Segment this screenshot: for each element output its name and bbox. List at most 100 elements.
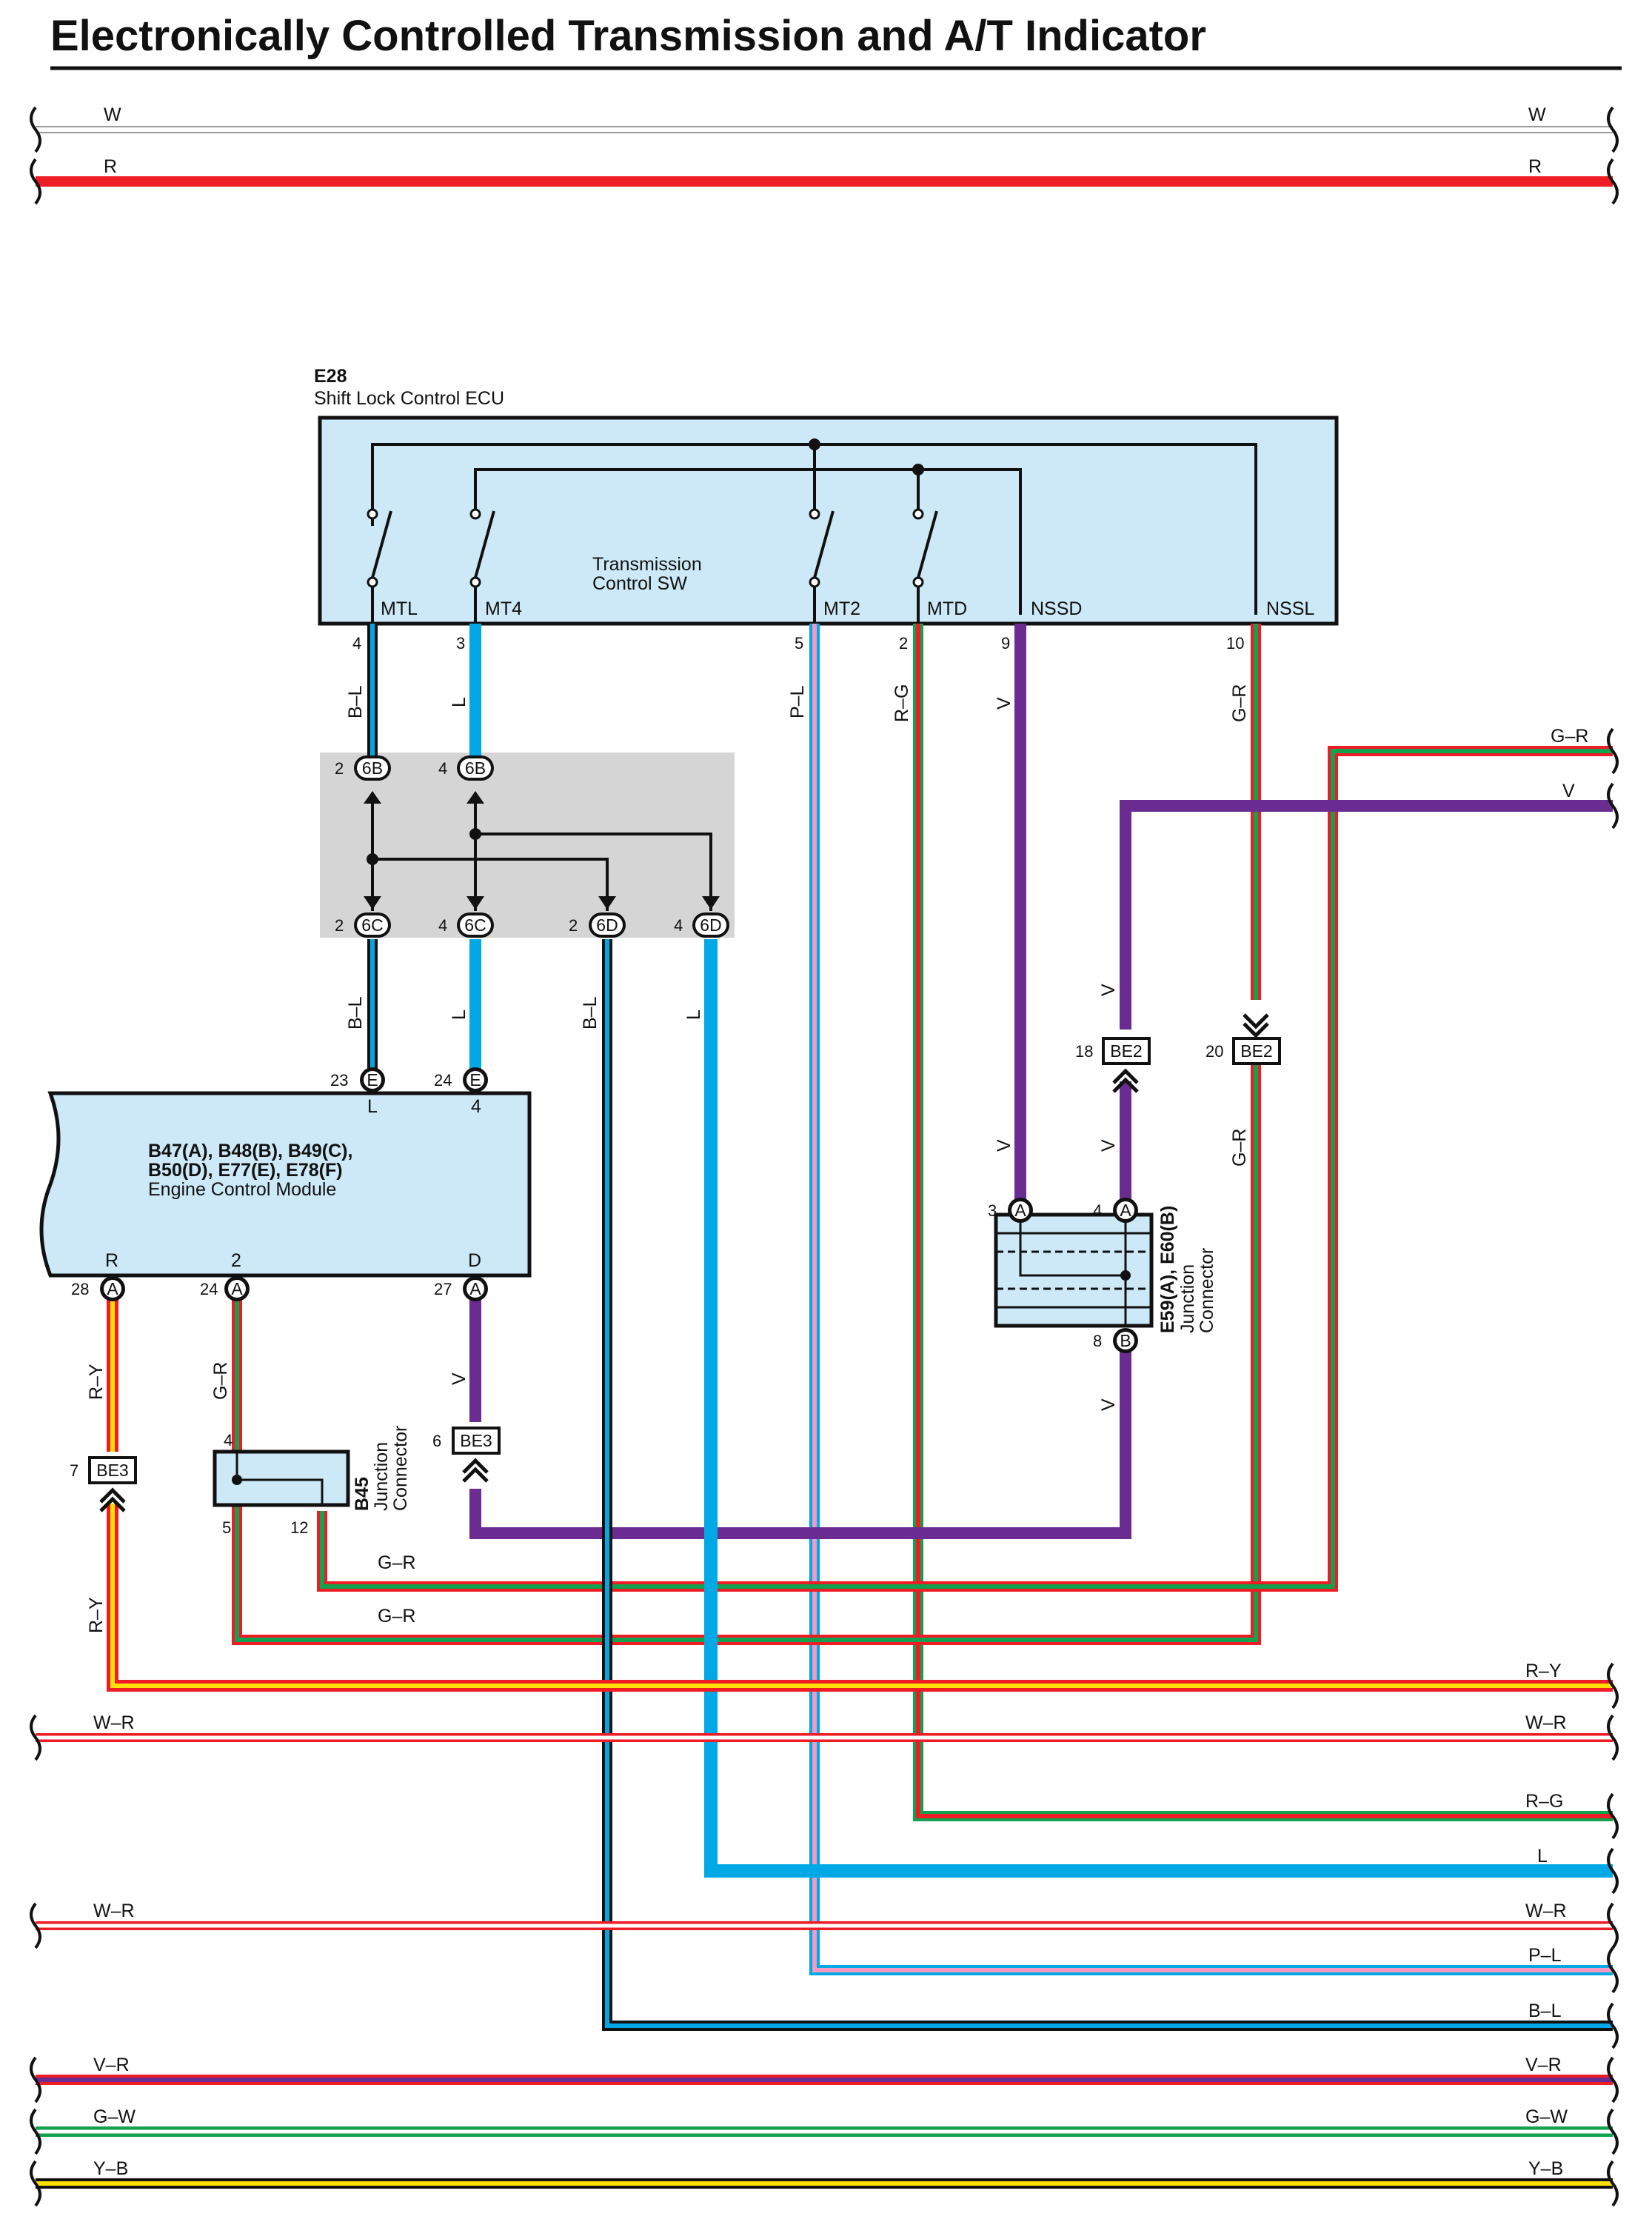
conn-6d-left-label: 6D <box>596 915 618 935</box>
label-gr-upper: G–R <box>378 1552 415 1573</box>
ecm-pin-24b: 24 <box>200 1280 218 1298</box>
right-label-vr: V–R <box>1525 2055 1562 2075</box>
pin-6d-2: 2 <box>569 916 578 935</box>
right-label-wr2: W–R <box>1525 1901 1567 1921</box>
b45-name-1: Junction <box>371 1442 392 1511</box>
b45-dot <box>232 1475 242 1485</box>
ecm-terminal-d: D <box>468 1250 481 1271</box>
right-label-rg: R–G <box>1525 1791 1563 1812</box>
top-wire-w-label-right: W <box>1528 104 1546 125</box>
conn-6b-right: 6B <box>457 755 494 781</box>
pin-6d-4: 4 <box>674 916 683 935</box>
b45-internal <box>235 1452 324 1505</box>
ecm-conn-a-24: A <box>224 1276 250 1301</box>
wire-v-right <box>469 800 1613 1539</box>
ecu-terminal-mt4: MT4 <box>485 598 522 619</box>
conn-6b-right-label: 6B <box>465 758 486 778</box>
right-label-wr: W–R <box>1525 1712 1567 1733</box>
left-label-gw: G–W <box>93 2106 136 2127</box>
e59-code: E59(A), E60(B) <box>1157 1206 1178 1333</box>
right-label-gw: G–W <box>1525 2106 1568 2127</box>
junction-dots <box>367 828 481 865</box>
e59-pin-4: 4 <box>1093 1201 1102 1220</box>
e59-pin-3: 3 <box>988 1201 997 1220</box>
be2-20: BE2 <box>1232 1013 1281 1065</box>
label-ecm-gr: G–R <box>210 1362 231 1400</box>
ecm-terminal-2: 2 <box>231 1250 241 1271</box>
e59-conn-a-4: A <box>1113 1198 1138 1223</box>
ecm-box <box>39 1091 532 1278</box>
ecu-pin-mtl: 4 <box>352 634 361 653</box>
junction-block <box>320 753 735 938</box>
ecm-codes-1: B47(A), B48(B), B49(C), <box>148 1141 352 1161</box>
e59-dot <box>1120 1270 1131 1281</box>
label-mtd-rg: R–G <box>892 684 912 722</box>
e59-name-1: Junction <box>1177 1264 1198 1333</box>
right-label-bl: B–L <box>1528 2001 1562 2021</box>
label-mt2-pl: P–L <box>787 685 808 718</box>
e59-name-2: Connector <box>1197 1248 1217 1333</box>
ecm-name: Engine Control Module <box>148 1179 336 1200</box>
label-6d-bl: B–L <box>580 996 601 1030</box>
right-label-v: V <box>1562 781 1575 801</box>
label-e59-v: V <box>1098 1398 1119 1411</box>
ecu-pin-nssl: 10 <box>1226 634 1244 653</box>
left-label-wr2: W–R <box>93 1901 135 1921</box>
ecu-pin-mtd: 2 <box>899 634 908 653</box>
be3-pin-6: 6 <box>432 1432 441 1450</box>
ecm-terminal-l: L <box>367 1096 378 1117</box>
label-mtl-bl: B–L <box>345 685 366 718</box>
wire-6d-l <box>704 939 1613 1878</box>
e59-conn-b-8-label: B <box>1120 1331 1131 1350</box>
bottom-break-marks <box>30 727 1619 2207</box>
ecm-pin-27: 27 <box>434 1280 452 1298</box>
ecu-terminal-mt2: MT2 <box>823 598 860 619</box>
label-ecm-v: V <box>449 1372 469 1385</box>
ecu-code: E28 <box>314 366 347 387</box>
e59-conn-b-8: B <box>1113 1328 1138 1353</box>
b45-pin-5: 5 <box>222 1518 231 1537</box>
be2-pin-20: 20 <box>1205 1042 1223 1061</box>
left-label-wr: W–R <box>93 1712 135 1733</box>
pin-6c-4: 4 <box>438 916 447 935</box>
label-be2-v-upper: V <box>1098 984 1119 996</box>
pin-6b-2: 2 <box>335 759 344 778</box>
conn-6b-left-label: 6B <box>362 758 383 778</box>
wire-6d-bl <box>602 939 1613 2031</box>
ecm-conn-e-24-label: E <box>469 1070 481 1090</box>
ecu-terminal-nssl: NSSL <box>1266 598 1314 619</box>
conn-6c-left-label: 6C <box>361 915 383 935</box>
be2-18: BE2 <box>1102 1037 1151 1093</box>
top-wire-w-label-left: W <box>104 104 121 125</box>
left-label-vr: V–R <box>93 2055 130 2075</box>
be3-7: BE3 <box>88 1456 137 1512</box>
ecu-junction-dots <box>809 438 924 476</box>
top-break-marks <box>30 106 1619 205</box>
b45-code: B45 <box>352 1477 372 1511</box>
ecu-switch-label-2: Control SW <box>592 573 687 594</box>
pin-6c-2: 2 <box>335 916 344 935</box>
b45-pin-4: 4 <box>224 1431 233 1449</box>
label-nssd-v: V <box>994 697 1014 710</box>
conn-6d-left: 6D <box>589 913 626 938</box>
right-label-ry: R–Y <box>1525 1661 1562 1681</box>
ecm-conn-a-27-label: A <box>469 1279 481 1298</box>
ecm-conn-e-23: E <box>360 1067 385 1092</box>
be3-6-label: BE3 <box>460 1431 492 1450</box>
junction-internal-wiring <box>371 793 712 911</box>
right-label-pl: P–L <box>1528 1945 1562 1966</box>
pin-6b-4: 4 <box>438 759 447 778</box>
ecm-pin-24: 24 <box>434 1071 452 1090</box>
ecm-conn-e-23-label: E <box>367 1070 378 1090</box>
label-gr-lower: G–R <box>378 1606 415 1627</box>
ecm-conn-a-24-label: A <box>231 1279 243 1298</box>
be3-pin-7: 7 <box>70 1461 78 1480</box>
top-wire-r-label-left: R <box>104 156 117 177</box>
label-be2-v-lower: V <box>1098 1139 1119 1152</box>
right-label-l: L <box>1537 1846 1548 1866</box>
label-be2-gr: G–R <box>1229 1129 1250 1167</box>
conn-6b-left: 6B <box>354 755 391 781</box>
ecm-pin-28: 28 <box>71 1280 89 1298</box>
label-mt4-l: L <box>449 697 469 707</box>
